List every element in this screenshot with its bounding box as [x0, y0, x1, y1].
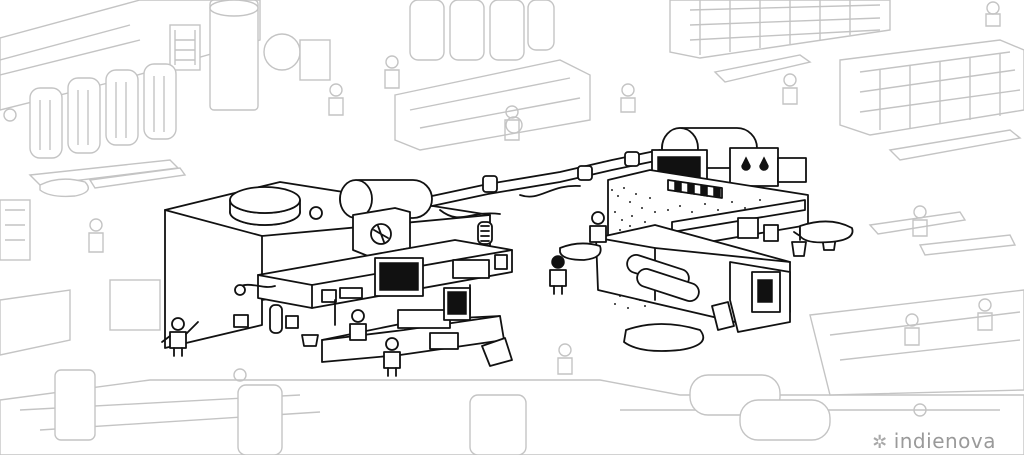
character-right-worker[interactable]	[589, 211, 607, 243]
wechat-icon: ✲	[872, 432, 888, 453]
character-left-waving[interactable]	[161, 317, 199, 357]
watermark-text: indienova	[893, 429, 996, 453]
character-desk-worker[interactable]	[349, 309, 367, 341]
character-front-standing[interactable]	[383, 337, 401, 377]
watermark: ✲indienova	[872, 429, 996, 453]
silo-row	[29, 63, 177, 159]
character-middle-dark-hair[interactable]	[549, 255, 567, 295]
right-factory-block	[559, 127, 854, 352]
left-factory-block	[164, 149, 661, 367]
characters[interactable]	[161, 211, 607, 377]
